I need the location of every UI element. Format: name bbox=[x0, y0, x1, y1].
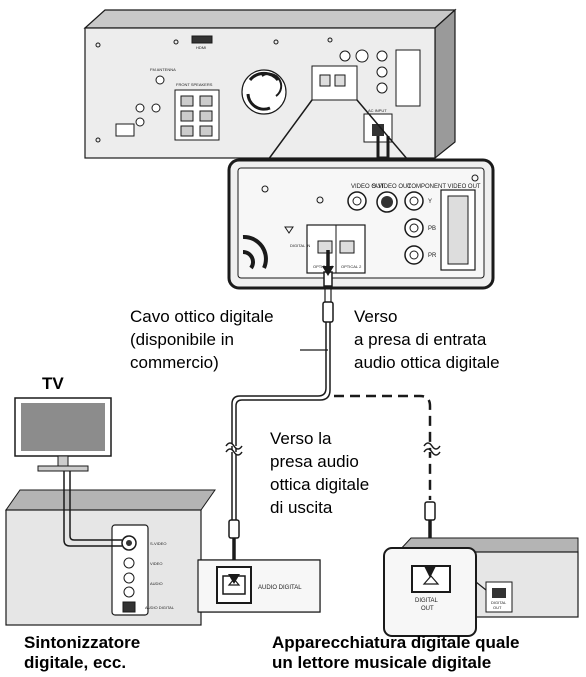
digital-in-text: DIGITAL IN bbox=[290, 243, 310, 248]
to-output-label-line-4: di uscita bbox=[270, 498, 333, 517]
tv bbox=[14, 397, 112, 472]
speakers-text: FRONT SPEAKERS bbox=[176, 82, 213, 87]
to-input-label-line-3: audio ottica digitale bbox=[354, 353, 500, 372]
optical-cable-main bbox=[225, 250, 334, 574]
tuner-callout: AUDIO DIGITAL bbox=[197, 559, 321, 613]
tuner-audio-digital-text: AUDIO DIGITAL bbox=[145, 605, 175, 610]
pb-text: PB bbox=[428, 226, 436, 232]
tv-label: TV bbox=[42, 374, 64, 393]
receiver-rear-panel: HDMI FM ANTENNA FRONT SPEAKERS bbox=[83, 8, 457, 160]
optical-2-text: OPTICAL 2 bbox=[341, 264, 362, 269]
y-text: Y bbox=[428, 199, 432, 205]
to-input-label-line-2: a presa di entrata bbox=[354, 330, 487, 349]
digital-out-line-2: OUT bbox=[421, 606, 434, 612]
tuner-caption-line-1: Sintonizzatore bbox=[24, 633, 141, 652]
audio-digital-text: AUDIO DIGITAL bbox=[258, 585, 302, 591]
pr-text: PR bbox=[428, 253, 437, 259]
player-port-line-2: OUT bbox=[493, 605, 502, 610]
player-caption-line-2: un lettore musicale digitale bbox=[272, 653, 492, 672]
cable-label-line-2: (disponibile in bbox=[130, 330, 234, 349]
tuner-audio-text: AUDIO bbox=[150, 581, 163, 586]
to-output-label-line-2: presa audio bbox=[270, 452, 359, 471]
to-output-label-line-3: ottica digitale bbox=[270, 475, 370, 494]
digital-tuner: S-VIDEO VIDEO AUDIO AUDIO DIGITAL bbox=[5, 471, 216, 626]
fm-antenna-text: FM ANTENNA bbox=[150, 67, 176, 72]
zoomed-panel: VIDEO OUT S-VIDEO OUT COMPONENT VIDEO OU… bbox=[227, 158, 495, 290]
s-video-out-text: S-VIDEO OUT bbox=[372, 184, 411, 190]
ac-input-text: AC INPUT bbox=[368, 108, 387, 113]
cable-label-line-3: commercio) bbox=[130, 353, 219, 372]
to-output-label-line-1: Verso la bbox=[270, 429, 332, 448]
component-video-out-text: COMPONENT VIDEO OUT bbox=[407, 184, 481, 190]
cable-label-line-1: Cavo ottico digitale bbox=[130, 307, 274, 326]
player-callout: DIGITAL OUT bbox=[383, 547, 487, 637]
player-port-line-1: DIGITAL bbox=[491, 600, 507, 605]
video-out-text: VIDEO OUT bbox=[351, 184, 384, 190]
digital-out-line-1: DIGITAL bbox=[415, 598, 439, 604]
player-caption-line-1: Apparecchiatura digitale quale bbox=[272, 633, 520, 652]
zoom-lines bbox=[267, 99, 409, 161]
tuner-video-text: VIDEO bbox=[150, 561, 162, 566]
tuner-caption-line-2: digitale, ecc. bbox=[24, 653, 127, 672]
to-input-label-line-1: Verso bbox=[354, 307, 398, 326]
hdmi-text: HDMI bbox=[196, 45, 206, 50]
tuner-s-video-text: S-VIDEO bbox=[150, 541, 166, 546]
